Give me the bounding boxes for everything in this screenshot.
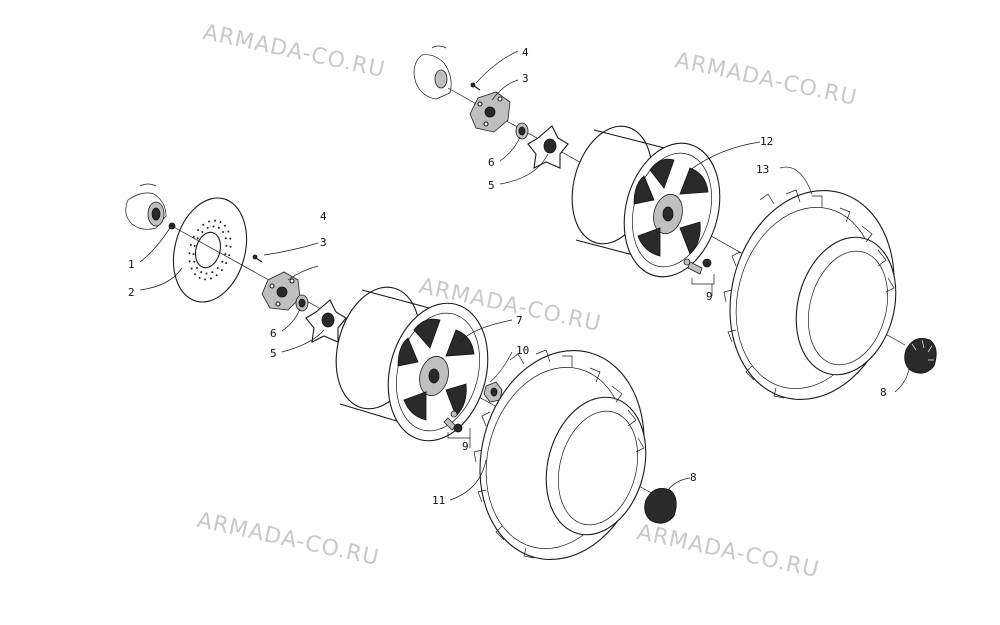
- disc-hole: [197, 229, 200, 231]
- disc-hole: [200, 271, 203, 274]
- disc-hole: [208, 220, 211, 223]
- cap-nut-8-upper: [904, 337, 937, 374]
- disc-hole: [198, 277, 201, 279]
- callout-3-lower: 3: [320, 236, 327, 249]
- callout-1: 1: [128, 258, 135, 271]
- disc-hole: [221, 260, 224, 263]
- disc-hole: [204, 278, 206, 281]
- tire-13: [723, 189, 897, 401]
- callout-3-upper: 3: [522, 72, 529, 85]
- upper-stud-4: [470, 82, 481, 91]
- disc-hole: [225, 244, 228, 247]
- disc-hole: [202, 223, 205, 226]
- disc-hole: [220, 269, 223, 271]
- disc-hole: [212, 225, 215, 228]
- lower-hub-3: [261, 271, 301, 311]
- wheel-rim-7: [335, 286, 489, 442]
- callout-6-lower: 6: [270, 327, 277, 340]
- callout-4-lower: 4: [320, 210, 327, 223]
- upper-bearing-6: [515, 122, 529, 140]
- disc-hole: [192, 235, 195, 238]
- callout-8-lower: 8: [690, 471, 697, 484]
- lower-knuckle-1: [125, 183, 176, 230]
- upper-hub-3: [469, 91, 511, 133]
- disc-hole: [194, 273, 196, 276]
- callout-5-upper: 5: [488, 179, 495, 192]
- callout-9-upper: 9: [706, 290, 713, 303]
- wheel-rim-12: [571, 125, 721, 278]
- callout-6-upper: 6: [488, 156, 495, 169]
- disc-hole: [206, 226, 209, 229]
- disc-hole: [228, 254, 231, 257]
- callout-12: 12: [760, 135, 773, 148]
- disc-hole: [193, 260, 196, 263]
- disc-hole: [209, 277, 212, 280]
- disc-hole: [225, 262, 228, 265]
- disc-hole: [219, 221, 222, 223]
- disc-hole: [211, 271, 214, 274]
- upper-spacer-5: [527, 125, 569, 169]
- disc-hole: [216, 267, 219, 269]
- disc-hole: [189, 243, 192, 246]
- disc-hole: [224, 253, 227, 256]
- disc-hole: [217, 226, 220, 229]
- disc-hole: [188, 252, 191, 255]
- tire-11: [473, 349, 647, 561]
- callout-8-upper: 8: [880, 386, 887, 399]
- disc-hole: [205, 272, 208, 275]
- disc-hole: [222, 231, 224, 233]
- disc-hole: [229, 245, 232, 248]
- lower-valve-9: [443, 417, 471, 439]
- brake-disc-2: [172, 197, 248, 303]
- callout-9-lower: 9: [462, 440, 469, 453]
- callout-7: 7: [516, 314, 523, 327]
- disc-hole: [196, 237, 199, 240]
- cap-nut-8-lower: [644, 487, 677, 524]
- disc-hole: [224, 224, 226, 227]
- disc-hole: [201, 231, 204, 233]
- brake-disc-holes: [188, 219, 232, 281]
- disc-hole: [229, 237, 232, 240]
- disc-hole: [214, 219, 216, 222]
- upper-knuckle: [413, 45, 452, 100]
- callout-5-lower: 5: [270, 347, 277, 360]
- callout-2: 2: [128, 286, 135, 299]
- disc-hole: [227, 230, 230, 233]
- disc-hole: [192, 253, 195, 256]
- callout-13: 13: [756, 163, 769, 176]
- disc-hole: [224, 237, 227, 240]
- disc-hole: [190, 267, 193, 270]
- disc-hole: [196, 267, 198, 269]
- disc-hole: [188, 260, 191, 263]
- callout-11: 11: [432, 494, 445, 507]
- callout-10: 10: [516, 344, 529, 357]
- disc-hole: [193, 244, 196, 247]
- leader-lines: [139, 50, 910, 501]
- lower-stud-4: [252, 254, 263, 263]
- disc-hole: [215, 274, 218, 277]
- lug-nut-10: [483, 381, 503, 403]
- callout-4-upper: 4: [522, 46, 529, 59]
- upper-valve-9: [687, 258, 715, 285]
- lower-bearing-6: [295, 294, 309, 312]
